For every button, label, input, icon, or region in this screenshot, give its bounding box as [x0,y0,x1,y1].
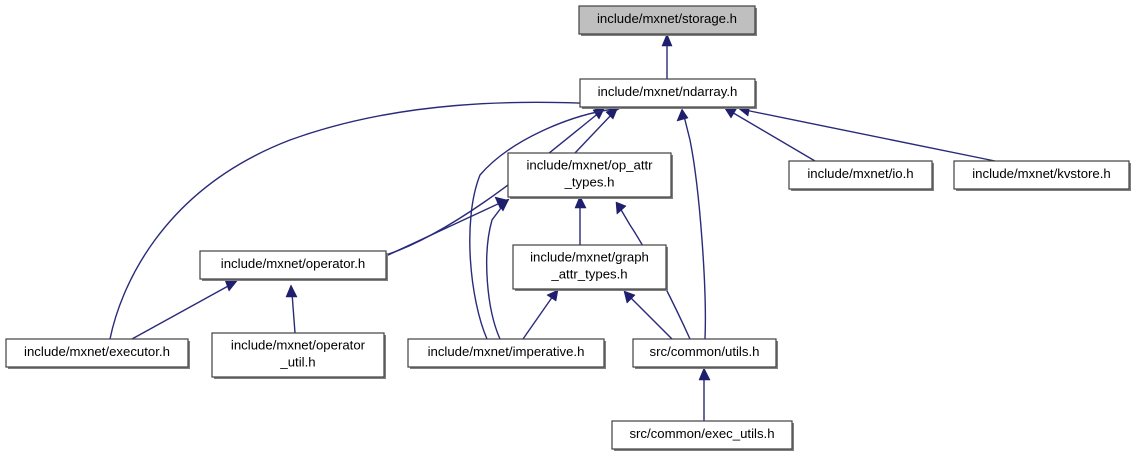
edge-kvstore-to-ndarray [737,104,996,162]
node-label-line: include/mxnet/op_attr [526,158,653,173]
node-label-line: include/mxnet/graph [530,250,649,265]
node-label-line: src/common/utils.h [650,344,760,359]
node-label-line: include/mxnet/operator [231,338,366,353]
node-graph_attr_types[interactable]: include/mxnet/graph _attr_types.hinclude/… [512,244,668,291]
edge-ndarray-to-storage [661,33,673,79]
node-label: src/common/utils.h [650,344,760,359]
node-box[interactable] [199,250,387,280]
node-label: include/mxnet/operator.h [221,256,365,271]
node-box[interactable] [788,160,933,190]
edge-graph_attr_types-to-op_attr_types [574,195,587,245]
edge-line [131,284,231,340]
node-box[interactable] [579,78,756,108]
node-label: include/mxnet/storage.h [597,11,737,26]
node-label-line: include/mxnet/io.h [807,166,913,181]
node-label-line: include/mxnet/executor.h [24,344,170,359]
node-box[interactable] [211,332,385,378]
node-label: include/mxnet/operator _util.h [231,338,366,370]
node-label: include/mxnet/kvstore.h [972,166,1111,181]
node-label: include/mxnet/executor.h [24,344,170,359]
edge-line [628,295,673,340]
edge-utils-to-graph_attr_types [623,290,673,340]
arrowhead-icon [285,284,298,298]
edge-line [486,203,505,340]
node-layer: include/mxnet/storage.hinclude/mxnet/sto… [5,5,1131,451]
arrowhead-icon [224,279,238,292]
edge-imperative-to-graph_attr_types [522,289,559,340]
node-label: include/mxnet/imperative.h [428,344,585,359]
node-box[interactable] [578,5,756,35]
edge-operator_util-to-operator [285,284,298,334]
edge-utils-to-ndarray [676,108,707,340]
arrowhead-icon [623,290,636,304]
arrowhead-icon [615,201,627,215]
edge-line [291,292,296,334]
node-storage[interactable]: include/mxnet/storage.hinclude/mxnet/sto… [578,5,757,36]
edge-line [729,110,816,162]
node-box[interactable] [611,420,793,450]
node-operator_util[interactable]: include/mxnet/operator _util.hinclude/mxn… [211,332,386,379]
edge-layer [109,33,996,421]
node-box[interactable] [632,338,777,368]
node-op_attr_types[interactable]: include/mxnet/op_attr _types.hinclude/mxn… [507,152,673,199]
node-label-line: include/mxnet/storage.h [597,11,737,26]
edge-executor-to-ndarray [109,97,609,340]
node-executor[interactable]: include/mxnet/executor.hinclude/mxnet/ex… [5,338,190,369]
node-label-line: _types.h [564,175,615,190]
node-box[interactable] [407,338,605,368]
edge-line [522,295,554,340]
edge-line [574,112,614,154]
arrowhead-icon [676,108,689,122]
node-ndarray[interactable]: include/mxnet/ndarray.hinclude/mxnet/nda… [579,78,757,109]
arrowhead-icon [546,289,559,302]
node-box[interactable] [953,160,1130,190]
edge-line [469,108,615,340]
node-label: include/mxnet/graph _attr_types.h [530,250,649,282]
arrowhead-icon [496,198,510,212]
node-label-line: _util.h [279,355,315,370]
node-box[interactable] [5,338,189,368]
edge-exec_utils-to-utils [698,367,711,421]
node-label-line: include/mxnet/kvstore.h [972,166,1111,181]
node-box[interactable] [512,244,667,290]
node-box[interactable] [507,152,672,198]
arrowhead-icon [574,195,587,209]
node-label: include/mxnet/io.h [807,166,913,181]
node-label: include/mxnet/ndarray.h [598,84,738,99]
node-label: include/mxnet/op_attr _types.h [526,158,653,190]
node-label: src/common/exec_utils.h [629,426,774,441]
edge-line [109,101,601,340]
edge-line [385,202,501,257]
node-label-line: include/mxnet/operator.h [221,256,365,271]
node-label-line: include/mxnet/imperative.h [428,344,585,359]
arrowhead-icon [661,33,673,47]
edge-imperative-to-op_attr_types [486,198,510,340]
arrowhead-icon [698,367,711,381]
node-imperative[interactable]: include/mxnet/imperative.hinclude/mxnet/… [407,338,606,369]
node-label-line: _attr_types.h [550,267,627,282]
node-label-line: src/common/exec_utils.h [629,426,774,441]
edge-executor-to-operator [131,279,238,340]
node-exec_utils[interactable]: src/common/exec_utils.hsrc/common/exec_u… [611,420,794,451]
edge-line [744,109,996,162]
node-label-line: include/mxnet/ndarray.h [598,84,738,99]
node-operator[interactable]: include/mxnet/operator.hinclude/mxnet/op… [199,250,388,281]
edge-line [683,115,707,340]
node-kvstore[interactable]: include/mxnet/kvstore.hinclude/mxnet/kvs… [953,160,1131,191]
